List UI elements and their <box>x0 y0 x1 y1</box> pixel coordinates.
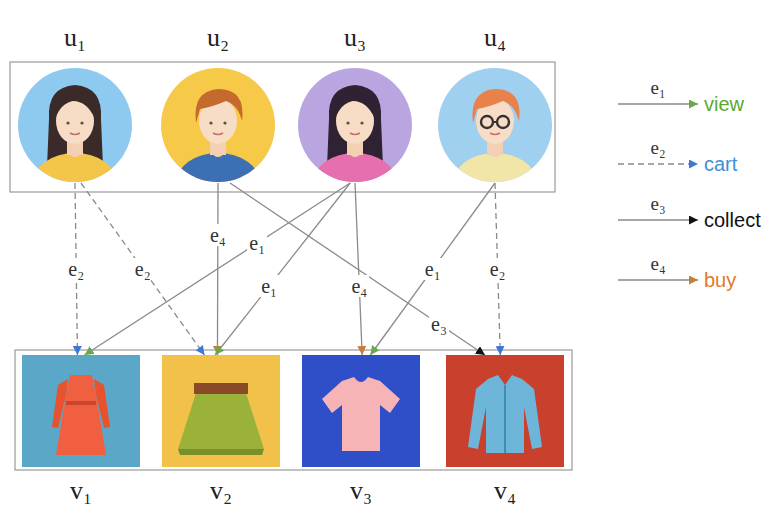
user-node: u₄ <box>435 20 555 183</box>
user-label: u₁ <box>15 20 135 56</box>
edge-label: e₁ <box>259 275 279 297</box>
items-panel <box>15 350 572 470</box>
avatar-icon <box>17 67 133 187</box>
legend-edge-label: e₃ <box>650 193 665 215</box>
legend-text: view <box>704 92 744 116</box>
edge-label: e₄ <box>349 275 369 297</box>
item-label: v₂ <box>162 473 280 509</box>
item-node: v₃ <box>302 355 420 509</box>
edge-connector <box>81 183 204 355</box>
edge-label: e₁ <box>247 232 267 254</box>
avatar-icon <box>297 67 413 187</box>
avatar-picture <box>437 67 553 183</box>
clothing-picture <box>446 355 564 467</box>
user-node: u₃ <box>295 20 415 183</box>
edge-connector <box>370 183 495 355</box>
legend-line-collect <box>618 219 698 220</box>
clothing-icon <box>446 355 564 471</box>
clothing-picture <box>162 355 280 467</box>
edge-connector <box>85 183 351 355</box>
clothing-icon <box>22 355 140 471</box>
legend-text: cart <box>704 152 737 176</box>
item-label-holder: v₁ <box>22 473 140 509</box>
item-node: v₁ <box>22 355 140 509</box>
edge-label: e₂ <box>66 258 86 280</box>
legend-line-view <box>618 103 698 104</box>
clothing-icon <box>302 355 420 471</box>
item-label: v₁ <box>22 473 140 509</box>
clothing-picture <box>22 355 140 467</box>
clothing-picture <box>302 355 420 467</box>
legend-edge-label: e₁ <box>650 77 665 99</box>
clothing-icon <box>162 355 280 471</box>
item-label-holder: v₄ <box>446 473 564 509</box>
avatar-icon <box>160 67 276 187</box>
edge-connector <box>215 183 350 355</box>
avatar-picture <box>160 67 276 183</box>
item-label: v₃ <box>302 473 420 509</box>
item-node: v₄ <box>446 355 564 509</box>
edge-label: e₁ <box>423 258 443 280</box>
legend-edge-label: e₄ <box>650 253 665 275</box>
legend-line-cart <box>618 163 698 164</box>
edge-connector <box>355 183 362 355</box>
avatar-picture <box>297 67 413 183</box>
item-label-holder: v₂ <box>162 473 280 509</box>
user-node: u₂ <box>158 20 278 183</box>
edge-label: e₂ <box>488 258 508 280</box>
legend-edge-label: e₂ <box>650 137 665 159</box>
legend-text: buy <box>704 268 736 292</box>
edge-label: e₂ <box>133 258 153 280</box>
user-label: u₃ <box>295 20 415 56</box>
item-label: v₄ <box>446 473 564 509</box>
edge-label: e₄ <box>208 224 228 246</box>
item-label-holder: v₃ <box>302 473 420 509</box>
user-label: u₂ <box>158 20 278 56</box>
edge-label: e₃ <box>429 313 449 335</box>
avatar-icon <box>437 67 553 187</box>
item-node: v₂ <box>162 355 280 509</box>
legend-text: collect <box>704 208 761 232</box>
avatar-picture <box>17 67 133 183</box>
legend-line-buy <box>618 279 698 280</box>
edge-connector <box>230 183 485 355</box>
user-node: u₁ <box>15 20 135 183</box>
user-label: u₄ <box>435 20 555 56</box>
